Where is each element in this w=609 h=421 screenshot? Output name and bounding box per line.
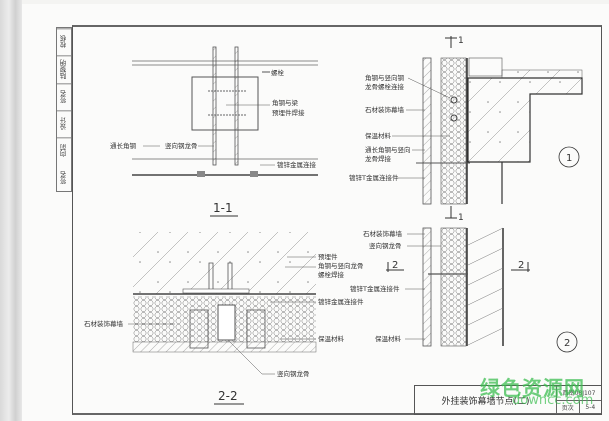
callout-stone-wall: 石材装饰幕墙 xyxy=(365,105,405,114)
callout-insulation: 保温材料 xyxy=(375,334,402,343)
drawing-frame xyxy=(72,25,602,415)
callout-keel-weld: 龙骨焊接 xyxy=(365,154,392,163)
callout-keel-bolt: 龙骨螺栓连接 xyxy=(365,82,405,91)
callout-galvanized-part: 镀锌金属连接件 xyxy=(318,297,364,306)
detail-1-view: 1 角钢与竖向钢 龙骨螺栓连接 石材装饰幕墙 保温材料 通长角钢与竖向 龙骨焊接… xyxy=(349,36,583,219)
callout-stone-wall: 石材装饰幕墙 xyxy=(363,229,403,238)
callout-stone-curtain-wall: 石材装饰幕墙 xyxy=(84,319,124,328)
callout-continuous-angle: 通长角钢 xyxy=(110,141,137,150)
detail-2-view: 1 石材装饰幕墙 竖向钢龙骨 2 2 镀锌T金属连接件 保温材料 2 xyxy=(350,213,578,353)
callout-vertical-keel-2: 竖向钢龙骨 xyxy=(277,369,310,378)
watermark-text: 绿色资源网 xyxy=(480,376,585,400)
detail-label-1: 1 xyxy=(566,153,572,164)
binding-edge xyxy=(0,0,22,421)
detail-label-2: 2 xyxy=(564,338,570,349)
callout-angle-keel-bolt: 角钢与竖向钢 xyxy=(365,73,405,82)
atlas-code: 西南08J107 xyxy=(557,386,601,401)
section-1-1-view: 螺栓 角钢与梁 预埋件焊接 通长角钢 竖向钢龙骨 镀锌金属连接 1-1 xyxy=(110,46,318,217)
callout-embedded-weld: 预埋件焊接 xyxy=(272,108,305,117)
signature-strip: 校核 陆黎明 签名 设计 向前 签名 xyxy=(56,27,72,192)
callout-embedded-part: 预埋件 xyxy=(318,252,338,261)
section-2-2-view: 预埋件 角钢与竖向龙骨 螺栓焊接 镀锌金属连接件 石材装饰幕墙 保温材料 竖向钢… xyxy=(84,232,364,405)
callout-insulation: 保温材料 xyxy=(365,131,392,140)
callout-angle-weld: 通长角钢与竖向 xyxy=(365,145,411,154)
callout-vertical-keel: 竖向钢龙骨 xyxy=(165,141,198,150)
callout-angle-keel: 角钢与竖向龙骨 xyxy=(318,261,364,270)
callout-galvanized-t: 镀锌T金属连接件 xyxy=(349,173,399,182)
callout-vertical-keel: 竖向钢龙骨 xyxy=(369,241,402,250)
drawing-title: 外挂装饰幕墙节点(二) xyxy=(415,386,557,414)
cut-mark: 1 xyxy=(458,36,464,46)
callout-bolt: 螺栓 xyxy=(271,68,285,77)
section-label-2-2: 2-2 xyxy=(218,389,238,403)
title-block: 外挂装饰幕墙节点(二) 西南08J107 页次 5-4 xyxy=(414,385,602,415)
section-label-1-1: 1-1 xyxy=(213,201,233,215)
callout-insulation: 保温材料 xyxy=(318,334,345,343)
callout-bolt-weld: 螺栓焊接 xyxy=(318,270,345,279)
cut-mark: 2 xyxy=(392,260,398,271)
callout-galvanized-t: 镀锌T金属连接件 xyxy=(350,284,400,293)
cut-mark: 1 xyxy=(458,213,464,223)
page-label: 页次 xyxy=(557,400,580,414)
cut-mark: 2 xyxy=(518,260,524,271)
watermark-url: downcc.com xyxy=(512,393,594,408)
callout-galvanized-connector: 镀锌金属连接 xyxy=(277,160,317,169)
callout-angle-beam: 角钢与梁 xyxy=(272,98,299,107)
page-number: 5-4 xyxy=(585,403,596,411)
